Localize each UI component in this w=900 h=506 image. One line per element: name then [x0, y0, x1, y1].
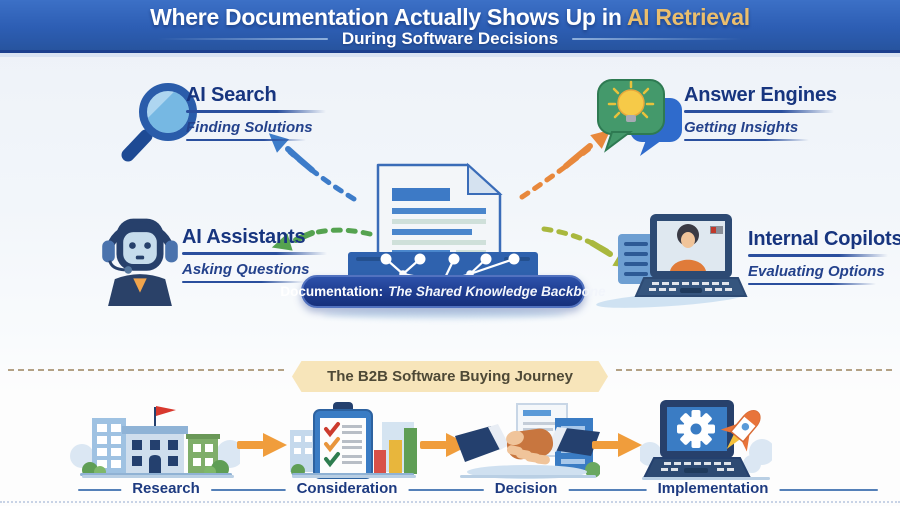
ai-assistants-rule	[182, 252, 327, 255]
ai-assistants-title: AI Assistants	[182, 226, 306, 248]
magnifier-icon	[121, 83, 198, 162]
stage-label-implementation: Implementation	[646, 480, 780, 497]
research-baseline	[82, 475, 234, 478]
journey-divider-left	[8, 369, 284, 371]
stage-label-research: Research	[121, 480, 211, 497]
internal-copilots-title: Internal Copilots	[748, 228, 900, 250]
documentation-banner: Documentation: The Shared Knowledge Back…	[280, 275, 606, 308]
subtitle-rule-right	[572, 38, 743, 40]
lightbulb	[607, 80, 655, 119]
stage-label-consideration: Consideration	[285, 480, 409, 497]
robot-headset-icon	[102, 218, 178, 307]
buildings-icon	[70, 406, 240, 478]
handshake-icon	[455, 403, 600, 479]
decision-baseline	[460, 475, 596, 478]
internal-copilots-rule	[748, 254, 888, 257]
arrow-to-ai-search	[268, 133, 357, 202]
journey-title: The B2B Software Buying Journey	[327, 368, 573, 385]
implementation-baseline	[642, 477, 770, 480]
journey-baseline-rule	[78, 489, 878, 491]
page-title-main: Where Documentation Actually Shows Up in	[150, 4, 622, 30]
clipboard-checklist-icon	[290, 402, 417, 479]
arrow-to-answer-engines	[519, 129, 611, 200]
journey-arrow-icon-2	[420, 433, 470, 457]
arrow-to-ai-assistants	[271, 227, 373, 251]
laptop-video-call-icon	[618, 214, 748, 297]
page-title: Where Documentation Actually Shows Up in…	[0, 4, 900, 31]
page-title-highlight: AI Retrieval	[626, 4, 750, 30]
documentation-banner-bold: Documentation:	[280, 284, 384, 299]
gear	[677, 410, 715, 448]
page-subtitle: During Software Decisions	[341, 29, 559, 48]
answer-engines-subtitle: Getting Insights	[684, 118, 799, 136]
rocket	[720, 410, 761, 452]
channel-answer-engines: Answer Engines Getting Insights	[684, 84, 837, 141]
ai-search-subtitle: Finding Solutions	[186, 118, 313, 136]
channel-ai-search: AI Search Finding Solutions	[186, 84, 326, 141]
answer-engines-rule2	[684, 138, 809, 141]
stage-label-decision: Decision	[483, 480, 569, 497]
ai-search-title: AI Search	[186, 84, 277, 106]
answer-engines-title: Answer Engines	[684, 84, 837, 106]
laptop-rocket-icon	[640, 400, 772, 479]
page-subtitle-row: During Software Decisions	[0, 29, 900, 49]
ai-search-rule2	[186, 138, 306, 141]
radial-arrows	[268, 129, 634, 268]
channel-ai-assistants: AI Assistants Asking Questions	[182, 226, 327, 283]
consideration-baseline	[292, 475, 416, 478]
bottom-dotted-rule	[0, 501, 900, 503]
header-banner-strip	[0, 53, 900, 57]
subtitle-rule-left	[157, 38, 328, 40]
doc-banner-shadow	[322, 309, 566, 319]
journey-divider-right	[616, 369, 892, 371]
ai-search-rule	[186, 110, 326, 113]
journey-arrow-icon-1	[237, 433, 287, 457]
channel-internal-copilots: Internal Copilots Evaluating Options	[748, 228, 900, 285]
speech-bubbles-lightbulb-icon	[597, 79, 682, 156]
header-banner	[0, 0, 900, 53]
ai-assistants-rule2	[182, 280, 304, 283]
journey-ribbon: The B2B Software Buying Journey	[292, 361, 608, 392]
journey-arrow-icon-3	[592, 433, 642, 457]
ai-assistants-subtitle: Asking Questions	[182, 260, 310, 278]
internal-copilots-rule2	[748, 282, 876, 285]
documentation-banner-rest: The Shared Knowledge Backbone	[388, 284, 606, 299]
internal-copilots-subtitle: Evaluating Options	[748, 262, 885, 280]
answer-engines-rule	[684, 110, 834, 113]
